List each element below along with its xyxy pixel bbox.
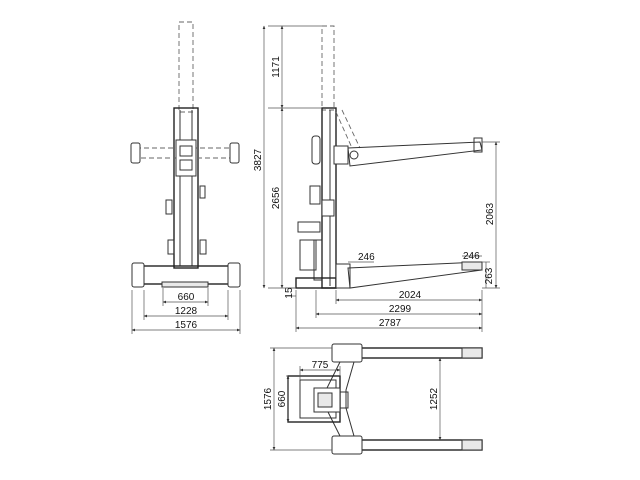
side-fork-pad xyxy=(461,261,483,271)
dim-front-1576: 1576 xyxy=(175,320,198,331)
dim-side-1171: 1171 xyxy=(271,56,282,78)
dim-side-2299: 2299 xyxy=(389,304,412,315)
dim-top-1252: 1252 xyxy=(429,387,440,410)
front-view: 660 1228 1576 xyxy=(130,21,241,334)
dim-front-1228: 1228 xyxy=(175,306,198,317)
side-view: 3827 1171 2656 15 2063 263 246 246 2024 … xyxy=(253,25,500,332)
dim-side-2063: 2063 xyxy=(485,202,496,225)
dim-side-2024: 2024 xyxy=(399,290,422,301)
dim-side-2656: 2656 xyxy=(271,186,282,209)
side-base-block xyxy=(335,263,351,289)
dim-side-263: 263 xyxy=(484,267,495,284)
top-fork-lower-hub xyxy=(331,435,363,455)
front-column-extended xyxy=(178,21,194,113)
top-fork-upper-hub xyxy=(331,343,363,363)
front-base xyxy=(141,265,231,285)
dim-side-3827: 3827 xyxy=(253,148,264,171)
side-pump xyxy=(297,221,321,233)
front-carriage xyxy=(175,139,197,177)
front-wheel-left xyxy=(131,262,145,288)
side-carriage xyxy=(333,145,349,165)
dim-side-2787: 2787 xyxy=(379,318,402,329)
dim-top-775: 775 xyxy=(312,360,329,371)
front-pad-left xyxy=(130,142,141,164)
dim-front-660: 660 xyxy=(178,292,195,303)
dim-top-1576: 1576 xyxy=(263,387,274,410)
front-wheel-right xyxy=(227,262,241,288)
front-pad-right xyxy=(229,142,240,164)
front-column xyxy=(173,107,199,269)
dim-side-246-right: 246 xyxy=(463,251,480,262)
side-column-extended xyxy=(321,25,335,111)
dim-side-246-left: 246 xyxy=(358,252,375,263)
front-base-plate xyxy=(161,281,209,288)
dim-side-15: 15 xyxy=(284,287,295,299)
top-view: 775 1576 660 1252 xyxy=(263,343,483,455)
dim-top-660: 660 xyxy=(277,390,288,407)
side-column xyxy=(321,107,337,289)
side-fork-raised xyxy=(347,141,483,167)
side-motor xyxy=(321,199,335,217)
